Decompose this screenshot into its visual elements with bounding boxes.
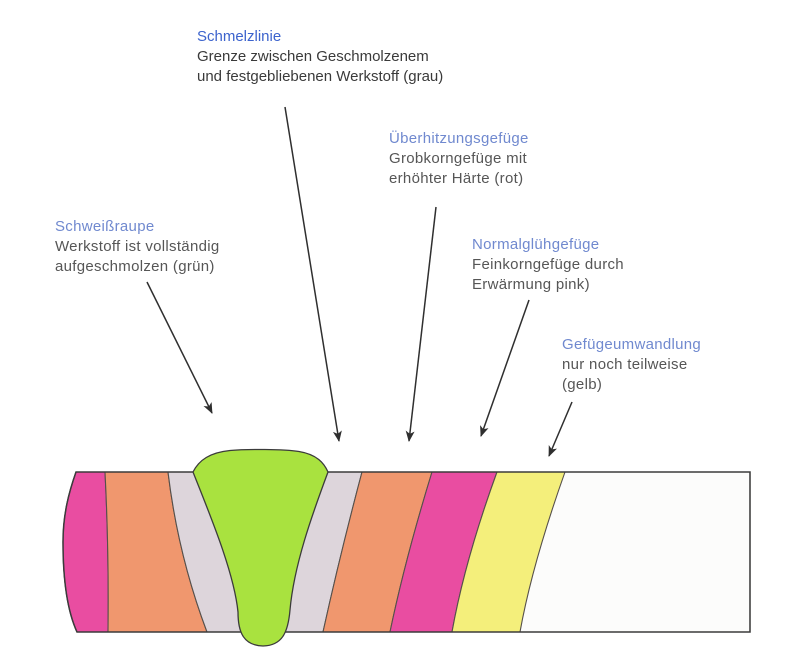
label-gefuegeumwandlung: Gefügeumwandlung nur noch teilweise (gel… xyxy=(562,334,701,395)
label-ueberhitzungsgefuege-line2: erhöhter Härte (rot) xyxy=(389,170,524,187)
label-ueberhitzungsgefuege-title: Überhitzungsgefüge xyxy=(389,130,529,147)
label-normalgluehgefuege: Normalglühgefüge Feinkorngefüge durch Er… xyxy=(472,234,624,295)
label-normalgluehgefuege-line1: Feinkorngefüge durch xyxy=(472,256,624,273)
label-schmelzlinie-title: Schmelzlinie xyxy=(197,28,282,45)
arrow-normalgluehgefuege xyxy=(480,299,530,437)
label-schweissraupe-line2: aufgeschmolzen (grün) xyxy=(55,258,215,275)
label-gefuegeumwandlung-line1: nur noch teilweise xyxy=(562,356,688,373)
label-gefuegeumwandlung-line2: (gelb) xyxy=(562,376,603,393)
label-normalgluehgefuege-line2: Erwärmung pink) xyxy=(472,276,590,293)
label-gefuegeumwandlung-title: Gefügeumwandlung xyxy=(562,336,702,353)
label-ueberhitzungsgefuege: Überhitzungsgefüge Grobkorngefüge mit er… xyxy=(389,128,529,189)
arrow-schmelzlinie xyxy=(284,106,342,442)
label-normalgluehgefuege-title: Normalglühgefüge xyxy=(472,236,600,253)
label-ueberhitzungsgefuege-line1: Grobkorngefüge mit xyxy=(389,150,527,167)
label-schweissraupe: Schweißraupe Werkstoff ist vollständig a… xyxy=(55,216,220,277)
label-schmelzlinie-line2: und festgebliebenen Werkstoff (grau) xyxy=(197,68,444,85)
label-schmelzlinie-line1: Grenze zwischen Geschmolzenem xyxy=(197,48,429,65)
label-schmelzlinie: Schmelzlinie Grenze zwischen Geschmolzen… xyxy=(197,26,443,87)
arrow-gefuegeumwandlung xyxy=(548,401,573,457)
plate-outline xyxy=(62,471,751,633)
arrow-schweissraupe xyxy=(146,281,213,414)
label-schweissraupe-title: Schweißraupe xyxy=(55,218,155,235)
zone-green-weld-bead xyxy=(192,448,329,647)
label-schweissraupe-line1: Werkstoff ist vollständig xyxy=(55,238,220,255)
arrow-ueberhitzungsgefuege xyxy=(405,206,437,442)
